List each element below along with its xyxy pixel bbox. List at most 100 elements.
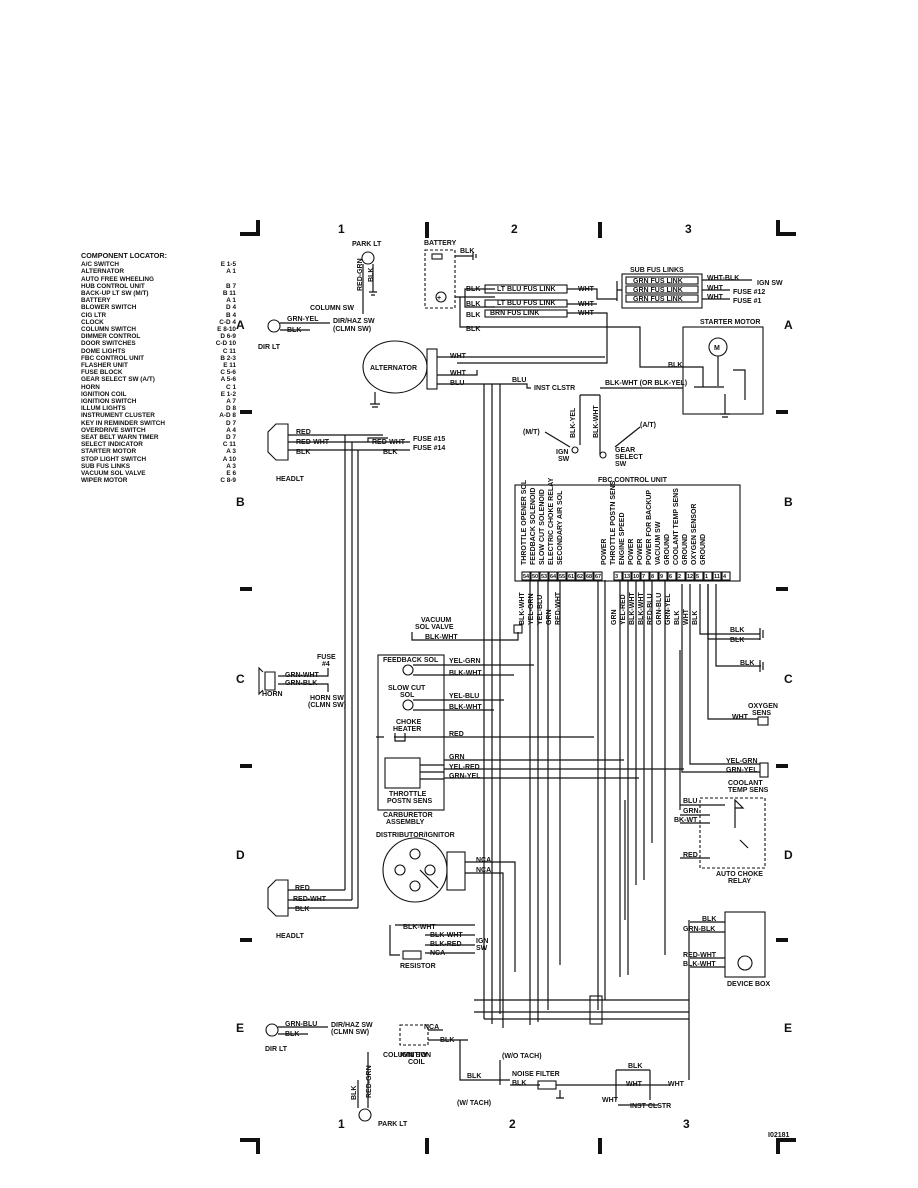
locator-component-name: BATTERY [81, 297, 111, 305]
fbc-left-pin-box [539, 571, 549, 581]
fbc-right-pin-box [676, 571, 686, 581]
noise-filter: (W/O TACH) NOISE FILTER BLK BLK WHT WHT … [457, 1040, 685, 1110]
fbc-left-wire-color: YEL-GRN [528, 594, 535, 626]
svg-text:GRN-BLK: GRN-BLK [285, 680, 317, 687]
dir-haz-sw-label: DIR/HAZ SW [333, 318, 375, 325]
frame-marks [240, 220, 796, 1154]
fbc-right-pin: 2 [678, 574, 681, 580]
locator-grid-ref: E 1-2 [220, 390, 236, 398]
locator-grid-ref: B 11 [222, 290, 236, 298]
locator-component-name: STARTER MOTOR [81, 448, 137, 456]
locator-component-name: FUSE BLOCK [81, 369, 123, 377]
locator-component-name: KEY IN REMINDER SWITCH [81, 419, 166, 427]
svg-text:BLK-WHT: BLK-WHT [683, 961, 716, 968]
coolant-temp-sens: YEL-GRN GRN-YEL COOLANT TEMP SENS [681, 584, 769, 794]
park-lt-top: PARK LT RED-GRN BLK COLUMN SW [310, 241, 382, 314]
locator-grid-ref: E 11 [223, 362, 236, 370]
gear-select-sw: BLK-YEL BLK-WHT (M/T) (A/T) IGN SW GEAR … [523, 394, 656, 468]
locator-grid-ref: E 8-10 [217, 326, 236, 334]
svg-text:BLK: BLK [740, 660, 754, 667]
svg-text:BLK: BLK [383, 449, 397, 456]
column-sw-label: COLUMN SW [310, 305, 354, 312]
svg-text:YEL-GRN: YEL-GRN [449, 658, 481, 665]
clmn-sw-label: (CLMN SW) [333, 326, 371, 333]
locator-grid-ref: B 4 [226, 311, 236, 319]
fbc-left-pin: 67 [595, 574, 601, 580]
ignition-coil: NCA BLK IGNITION COIL [399, 1024, 468, 1066]
fuse-14-label: FUSE #14 [413, 445, 445, 452]
row-label-a-right: A [784, 318, 793, 332]
fbc-right-pin-box [649, 571, 659, 581]
locator-grid-ref: D 4 [226, 304, 236, 312]
svg-text:RED-WHT: RED-WHT [683, 952, 717, 959]
fbc-left-pin-box [584, 571, 594, 581]
locator-grid-ref: A 1 [226, 268, 236, 276]
fbc-right-function-label: COOLANT TEMP SENS [673, 488, 680, 565]
svg-text:WHT: WHT [732, 714, 749, 721]
fbc-right-function-label: GROUND [682, 534, 689, 565]
svg-text:OXYGEN: OXYGEN [748, 703, 778, 710]
locator-component-name: DIMMER CONTROL [81, 333, 141, 341]
horn: FUSE #4 GRN-WHT GRN-BLK HORN HORN SW (CL… [258, 654, 346, 709]
svg-text:(W/O TACH): (W/O TACH) [502, 1053, 542, 1060]
svg-text:BLK-WHT: BLK-WHT [449, 670, 482, 677]
fbc-right-function-label: POWER FOR BACKUP [646, 490, 653, 565]
fbc-left-function-label: FEEDBACK SOLENOID [530, 488, 537, 565]
svg-text:BLK: BLK [702, 916, 716, 923]
svg-text:BLK: BLK [668, 362, 682, 369]
resistor: BLK-WHT BLK-WHT BLK-RED NCA RESISTOR IGN… [389, 924, 488, 970]
svg-text:WHT: WHT [450, 370, 467, 377]
row-label-c-right: C [784, 672, 793, 686]
locator-row: COLUMN SWITCH E 8-10 [81, 326, 236, 333]
row-label-b-right: B [784, 495, 793, 509]
locator-grid-ref: C-D 10 [215, 340, 236, 348]
svg-text:BLK-WHT (OR BLK-YEL): BLK-WHT (OR BLK-YEL) [605, 380, 687, 387]
headlt-label: HEADLT [276, 476, 305, 483]
svg-text:GRN-YEL: GRN-YEL [726, 767, 758, 774]
svg-text:CARBURETOR: CARBURETOR [383, 812, 433, 819]
row-label-d: D [236, 848, 245, 862]
headlt-bottom: RED RED-WHT BLK HEADLT [267, 879, 358, 940]
svg-text:POSTN SENS: POSTN SENS [387, 798, 432, 805]
locator-component-name: BLOWER SWITCH [81, 304, 137, 312]
fbc-right-pin-box [658, 571, 668, 581]
fbc-right-function-label: VACUUM SW [655, 521, 662, 565]
wire-grn-yel: GRN-YEL [287, 316, 319, 323]
sub-fus-links: SUB FUS LINKS GRN FUS LINK GRN FUS LINK … [616, 267, 783, 309]
svg-text:BLU: BLU [683, 798, 697, 805]
fbc-right-pin-box [667, 571, 677, 581]
fbc-right-wire-color: BLK-WHT [629, 592, 636, 625]
col-label-1-bottom: 1 [338, 1117, 345, 1131]
svg-text:BLK-WHT: BLK-WHT [403, 924, 436, 931]
svg-text:PARK LT: PARK LT [378, 1121, 408, 1128]
fbc-right-pin: 12 [687, 574, 693, 580]
fbc-left-pin: 61 [568, 574, 574, 580]
svg-text:#4: #4 [322, 661, 330, 668]
row-label-e: E [236, 1021, 244, 1035]
locator-grid-ref: C 11 [222, 347, 236, 355]
svg-text:YEL-GRN: YEL-GRN [726, 758, 758, 765]
locator-component-name: COLUMN SWITCH [81, 326, 137, 334]
svg-text:SW: SW [476, 945, 488, 952]
locator-grid-ref: B 2-3 [220, 354, 236, 362]
svg-text:YEL-RED: YEL-RED [449, 764, 480, 771]
fbc-left-pin: 53 [541, 574, 547, 580]
svg-text:BLK-YEL: BLK-YEL [570, 407, 577, 438]
fbc-left-wire-color: BLK-WHT [519, 592, 526, 625]
fbc-left-pin-box [557, 571, 567, 581]
locator-component-name: FBC CONTROL UNIT [81, 354, 145, 362]
